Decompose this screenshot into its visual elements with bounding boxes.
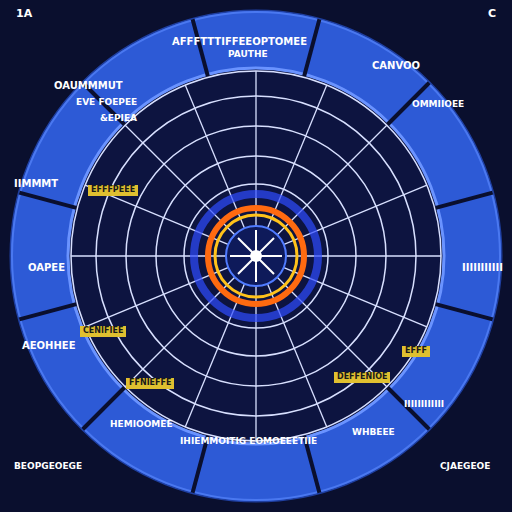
ring-label: IIIIIIIIIII (462, 262, 503, 273)
ring-label: OAPEE (28, 262, 65, 273)
ring-label: CJAEGEOE (440, 462, 490, 472)
ring-label: AEOHHEE (22, 340, 75, 351)
ring-label: IIMMMT (14, 178, 58, 189)
ring-label: C (488, 8, 496, 20)
ring-label: 1A (16, 8, 32, 20)
tag-label: FFNIEFFE (126, 378, 174, 389)
ring-label: CANVOO (372, 60, 420, 71)
tag-label: DEFFENIOE (334, 372, 390, 383)
ring-label: EVE FOEPEE (76, 98, 137, 108)
ring-label: IHIEMMOITIG EOMOEEETIIE (180, 437, 317, 447)
ring-label: PAUTHE (228, 50, 268, 60)
ring-label: HEMIOOMEE (110, 420, 173, 430)
ring-label: AFFFTTTIFFEEOPTOMEE (172, 36, 307, 47)
ring-label: OAUMMMUT (54, 80, 123, 91)
tag-label: EFFF (402, 346, 430, 357)
ring-label: IIIIIIIIIIII (404, 400, 444, 410)
ring-label: BEOPGEOEGE (14, 462, 82, 472)
ring-label: OMMIIOEE (412, 100, 464, 110)
tag-label: CENIFIEE (80, 326, 126, 337)
ring-label: WHBEEE (352, 428, 395, 438)
ring-label: &EPIEA (100, 114, 137, 124)
tag-label: EFFFPEEE (88, 185, 138, 196)
